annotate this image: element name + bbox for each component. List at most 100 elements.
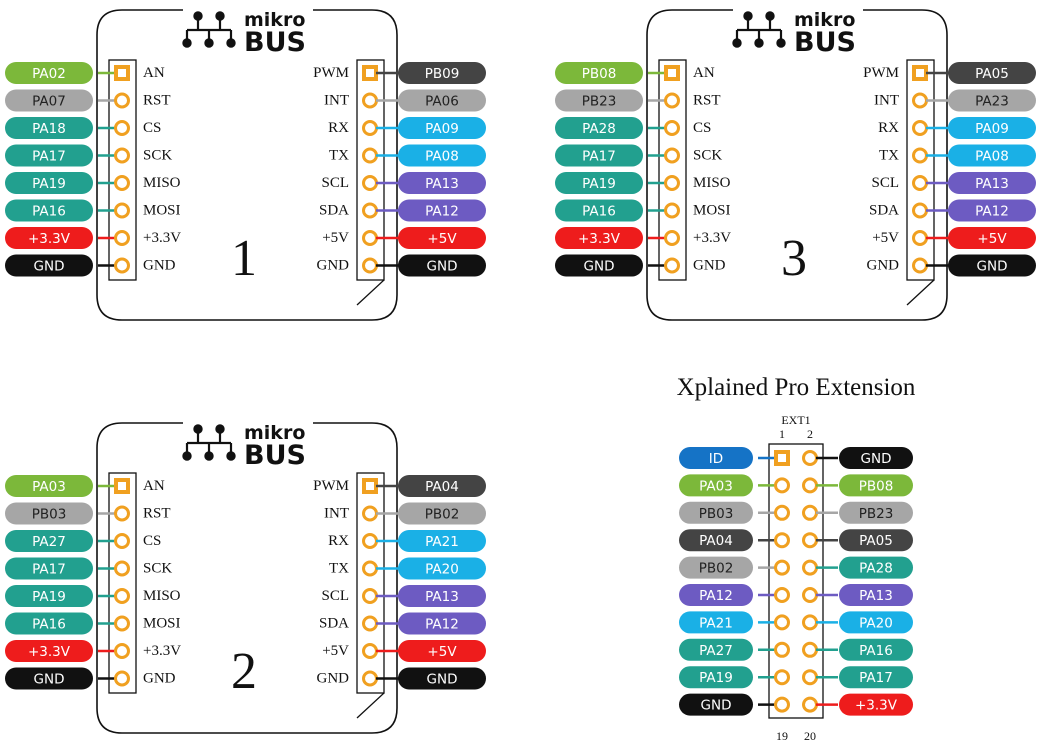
corner-mark xyxy=(906,279,935,306)
right-signal-label: GND xyxy=(427,259,458,275)
left-signal-label: GND xyxy=(34,259,65,275)
ext-left-signal-pill xyxy=(679,447,753,469)
left-signal-label: PA17 xyxy=(582,149,616,165)
slot-number: 2 xyxy=(231,643,257,700)
left-pin-pad xyxy=(114,505,130,522)
left-pin-name: MOSI xyxy=(693,203,731,219)
ext-left-signal-label: PA21 xyxy=(699,615,733,631)
left-signal-pill xyxy=(5,254,93,277)
ext-right-signal-pill xyxy=(839,501,913,524)
right-signal-label: PA21 xyxy=(425,534,459,550)
left-signal-label: PA16 xyxy=(32,617,66,633)
left-pin-pad xyxy=(114,560,130,577)
left-pin-pad xyxy=(114,175,130,191)
right-signal-label: PA20 xyxy=(425,562,459,578)
left-pin-name: GND xyxy=(143,671,176,687)
right-signal-pill xyxy=(398,117,486,139)
ext-left-signal-label: PA19 xyxy=(699,670,733,686)
right-signal-label: PA04 xyxy=(425,479,459,495)
ext-right-signal-label: PB08 xyxy=(859,478,894,494)
right-signal-pill xyxy=(398,667,486,690)
right-pin-hole xyxy=(366,482,374,490)
left-signal-label: +3.3V xyxy=(28,644,71,660)
mikrobus-logo-dot-d xyxy=(754,38,764,48)
left-signal-label: PA17 xyxy=(32,562,66,578)
mikrobus-logo-dot-e xyxy=(226,38,236,48)
ext-col-top-right: 2 xyxy=(807,427,813,441)
left-pin-hole xyxy=(118,482,126,490)
right-pin-name: TX xyxy=(329,148,349,164)
ext-left-signal-label: PA27 xyxy=(699,643,733,659)
ext-odd-pin-pad xyxy=(774,532,790,549)
right-signal-pill xyxy=(398,475,486,497)
xplained-pro-extension: Xplained Pro Extension EXT1 1 2 19 20 ID… xyxy=(677,374,916,743)
left-pin-name: GND xyxy=(693,258,726,274)
right-pin-name: TX xyxy=(879,148,899,164)
right-signal-label: +5V xyxy=(977,231,1007,247)
right-signal-label: PA13 xyxy=(425,589,459,605)
right-pin-name: +5V xyxy=(322,643,349,659)
right-pin-name: +5V xyxy=(322,230,349,246)
left-signal-pill xyxy=(555,227,643,249)
left-pin-pad xyxy=(114,643,130,659)
left-pin-name: AN xyxy=(143,65,165,81)
mikrobus-logo-word-mikro: mikro xyxy=(244,422,305,444)
left-pin-name: RST xyxy=(143,93,171,109)
left-pin-name: RST xyxy=(143,506,171,522)
mikrobus-logo-dot-c xyxy=(182,38,192,48)
right-pin-name: SDA xyxy=(319,203,349,219)
right-signal-pill xyxy=(948,89,1036,112)
left-signal-pill xyxy=(5,89,93,112)
left-pin-name: SCK xyxy=(143,561,172,577)
right-signal-label: PA12 xyxy=(425,617,459,633)
left-pin-pad xyxy=(114,533,130,549)
right-pin-name: INT xyxy=(324,506,349,522)
corner-mark xyxy=(356,279,385,306)
right-signal-label: PA09 xyxy=(425,121,459,137)
ext-right-signal-pill xyxy=(839,693,913,716)
right-pin-name: SDA xyxy=(319,616,349,632)
ext-odd-pin-pad xyxy=(774,477,790,494)
left-pin-name: MOSI xyxy=(143,203,181,219)
left-signal-pill xyxy=(5,502,93,525)
left-pin-pad xyxy=(114,147,130,164)
left-signal-label: +3.3V xyxy=(28,231,71,247)
right-signal-pill xyxy=(948,227,1036,249)
left-signal-pill xyxy=(5,475,93,497)
mikrobus-logo-dot-e xyxy=(226,451,236,461)
right-signal-pill xyxy=(398,199,486,222)
left-pin-name: +3.3V xyxy=(143,643,181,659)
left-pin-name: SCK xyxy=(693,148,722,164)
ext-left-signal-pill xyxy=(679,693,753,716)
mikrobus-logo-dot-c xyxy=(732,38,742,48)
left-pin-name: +3.3V xyxy=(693,230,731,246)
left-signal-pill xyxy=(555,254,643,277)
right-signal-pill xyxy=(948,144,1036,167)
right-signal-label: GND xyxy=(977,259,1008,275)
left-signal-pill xyxy=(5,117,93,139)
left-signal-label: PA19 xyxy=(32,176,66,192)
left-pin-pad xyxy=(114,202,130,219)
right-pin-name: PWM xyxy=(313,478,349,494)
mikrobus-logo-word-bus: BUS xyxy=(244,27,306,58)
left-signal-label: PA18 xyxy=(32,121,66,137)
left-pin-pad xyxy=(114,257,130,274)
right-pin-name: TX xyxy=(329,561,349,577)
left-signal-label: PB08 xyxy=(582,66,617,82)
mikrobus-logo-word-bus: BUS xyxy=(244,440,306,471)
left-pin-name: MISO xyxy=(143,175,181,191)
right-signal-pill xyxy=(948,172,1036,194)
left-pin-pad xyxy=(664,120,680,136)
left-pin-name: MISO xyxy=(143,588,181,604)
ext-left-signal-pill xyxy=(679,638,753,661)
right-signal-label: PA08 xyxy=(975,149,1009,165)
right-pin-name: INT xyxy=(874,93,899,109)
right-signal-pill xyxy=(948,254,1036,277)
left-signal-label: PA16 xyxy=(582,204,616,220)
ext-odd-pin-pad xyxy=(774,587,790,603)
ext-left-signal-label: PB02 xyxy=(699,561,734,577)
right-pin-name: PWM xyxy=(863,65,899,81)
